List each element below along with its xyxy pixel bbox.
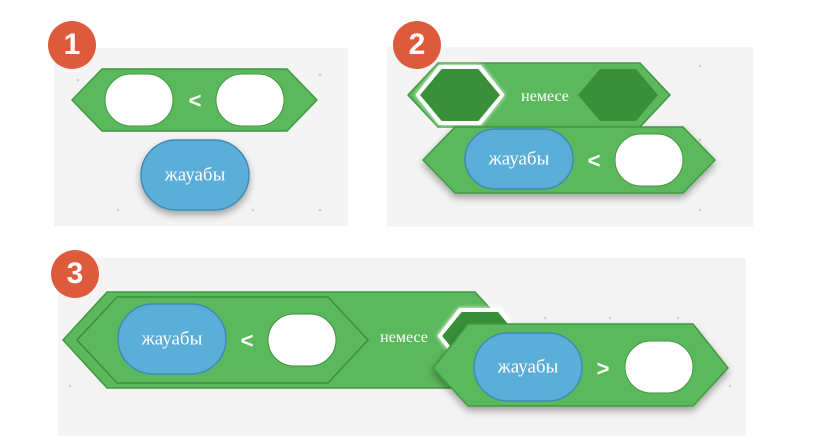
or-label: немесе [521, 88, 569, 105]
or-left-slot[interactable] [420, 69, 500, 121]
answer-reporter-label: жауабы [488, 148, 550, 169]
or-right-slot[interactable] [578, 69, 658, 121]
less-than-operator: < [241, 328, 254, 353]
answer-reporter-nested[interactable] [117, 303, 227, 375]
answer-reporter-label: жауабы [164, 164, 226, 185]
right-input-slot[interactable] [614, 133, 684, 187]
less-than-operator: < [189, 88, 202, 113]
or-block-step3[interactable]: жауабы < немесе [61, 291, 523, 389]
answer-reporter-step1[interactable]: жауабы [140, 139, 250, 211]
answer-reporter-label: жауабы [497, 356, 559, 377]
or-label: немесе [380, 329, 428, 346]
or-block-step2[interactable]: немесе [406, 62, 672, 128]
dragged-less-than-block-step2[interactable]: жауабы < [421, 126, 717, 194]
step-badge-3: 3 [51, 250, 99, 298]
left-input-slot[interactable] [104, 73, 174, 127]
answer-reporter-label: жауабы [141, 328, 203, 349]
step-badge-2: 2 [393, 21, 441, 69]
right-input-slot[interactable] [267, 313, 337, 367]
right-input-slot[interactable] [215, 73, 285, 127]
answer-reporter-nested[interactable] [473, 332, 583, 402]
less-than-operator: < [588, 148, 601, 173]
answer-reporter-nested[interactable] [464, 128, 574, 190]
less-than-block-step1[interactable]: < [70, 68, 319, 132]
right-input-slot[interactable] [624, 340, 694, 394]
step-badge-1: 1 [48, 21, 96, 69]
dragged-greater-than-block-step3[interactable]: жауабы > [432, 323, 729, 407]
greater-than-operator: > [597, 356, 610, 381]
